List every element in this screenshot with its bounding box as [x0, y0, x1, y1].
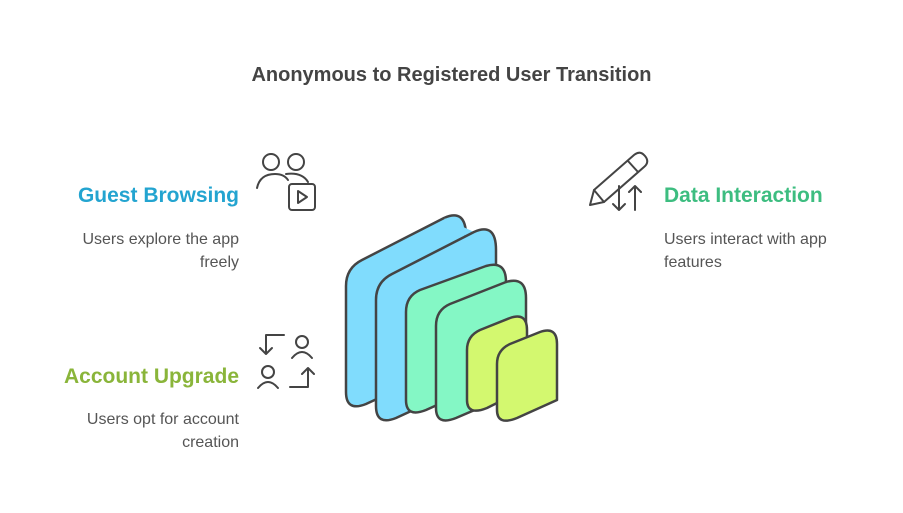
- pencil-arrows-icon: [589, 151, 649, 211]
- lime-layer-front: [495, 329, 559, 422]
- account-upgrade-desc: Users opt for account creation: [86, 411, 239, 451]
- data-interaction-desc: Users interact with app features: [664, 231, 827, 271]
- data-interaction-heading: Data Interaction: [664, 184, 823, 207]
- user-swap-icon: [257, 334, 315, 389]
- layered-stack-graphic: [344, 214, 559, 422]
- account-upgrade-heading: Account Upgrade: [63, 365, 239, 388]
- guest-browsing-heading: Guest Browsing: [77, 184, 239, 207]
- diagram-title: Anonymous to Registered User Transition: [251, 64, 652, 86]
- users-play-icon: [256, 153, 316, 211]
- guest-browsing-desc: Users explore the app freely: [82, 231, 239, 271]
